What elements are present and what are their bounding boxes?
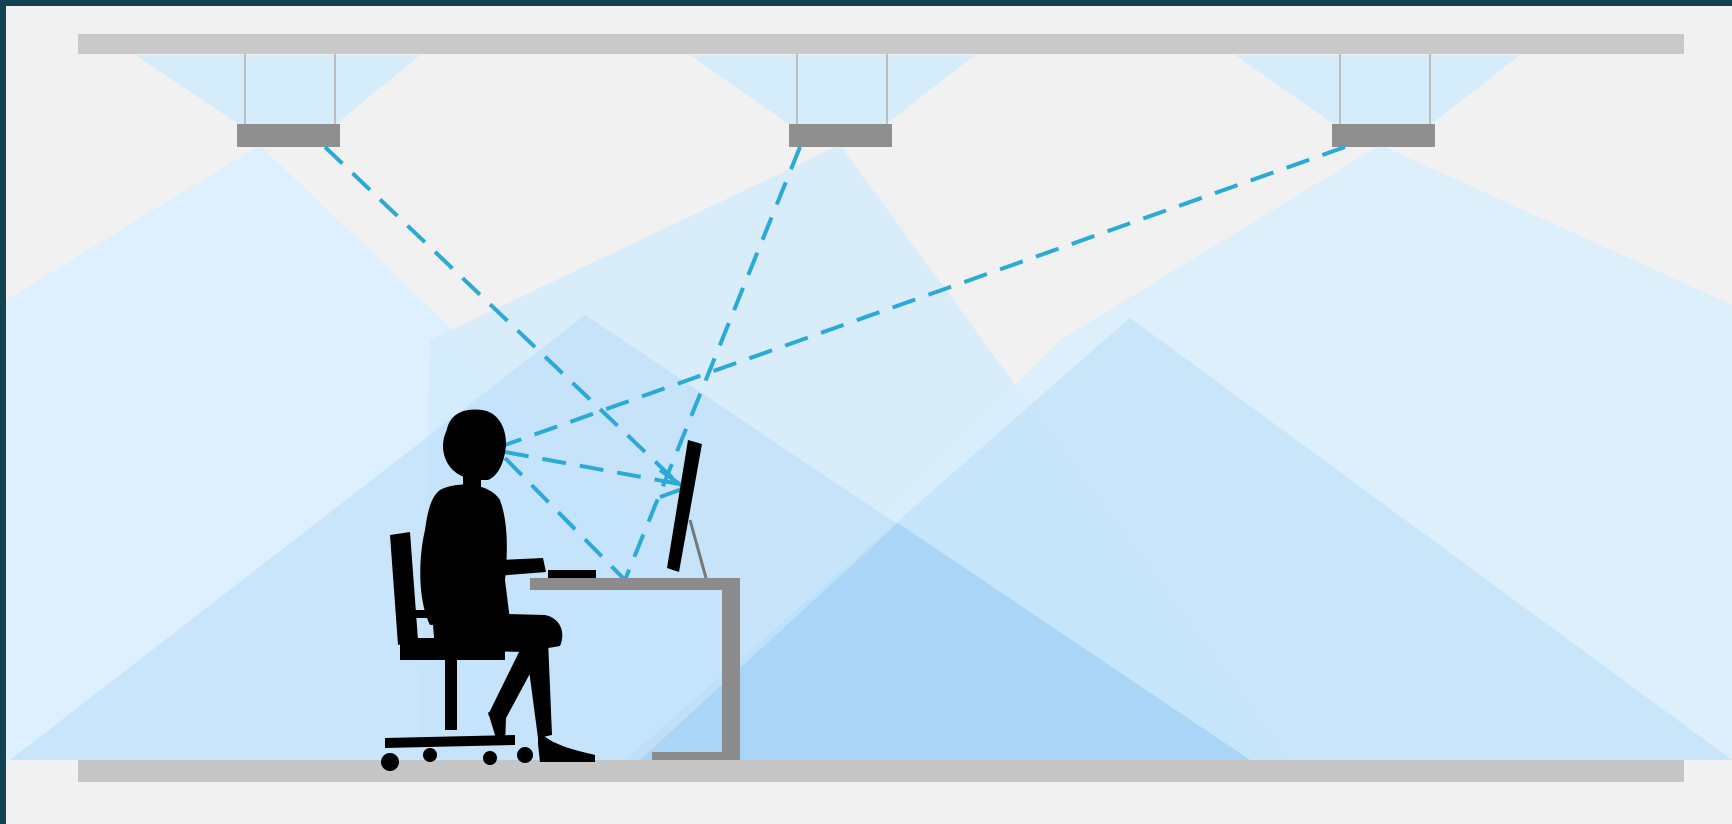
desk-leg	[722, 578, 740, 760]
light-cones	[6, 145, 1732, 760]
desk-foot	[652, 752, 740, 760]
keyboard-icon	[548, 570, 596, 578]
luminaire-right	[1332, 124, 1435, 147]
luminaire-center	[789, 124, 892, 147]
desk-top	[530, 578, 740, 590]
floor	[78, 760, 1684, 782]
luminaire-left	[237, 124, 340, 147]
ceiling	[78, 34, 1684, 54]
